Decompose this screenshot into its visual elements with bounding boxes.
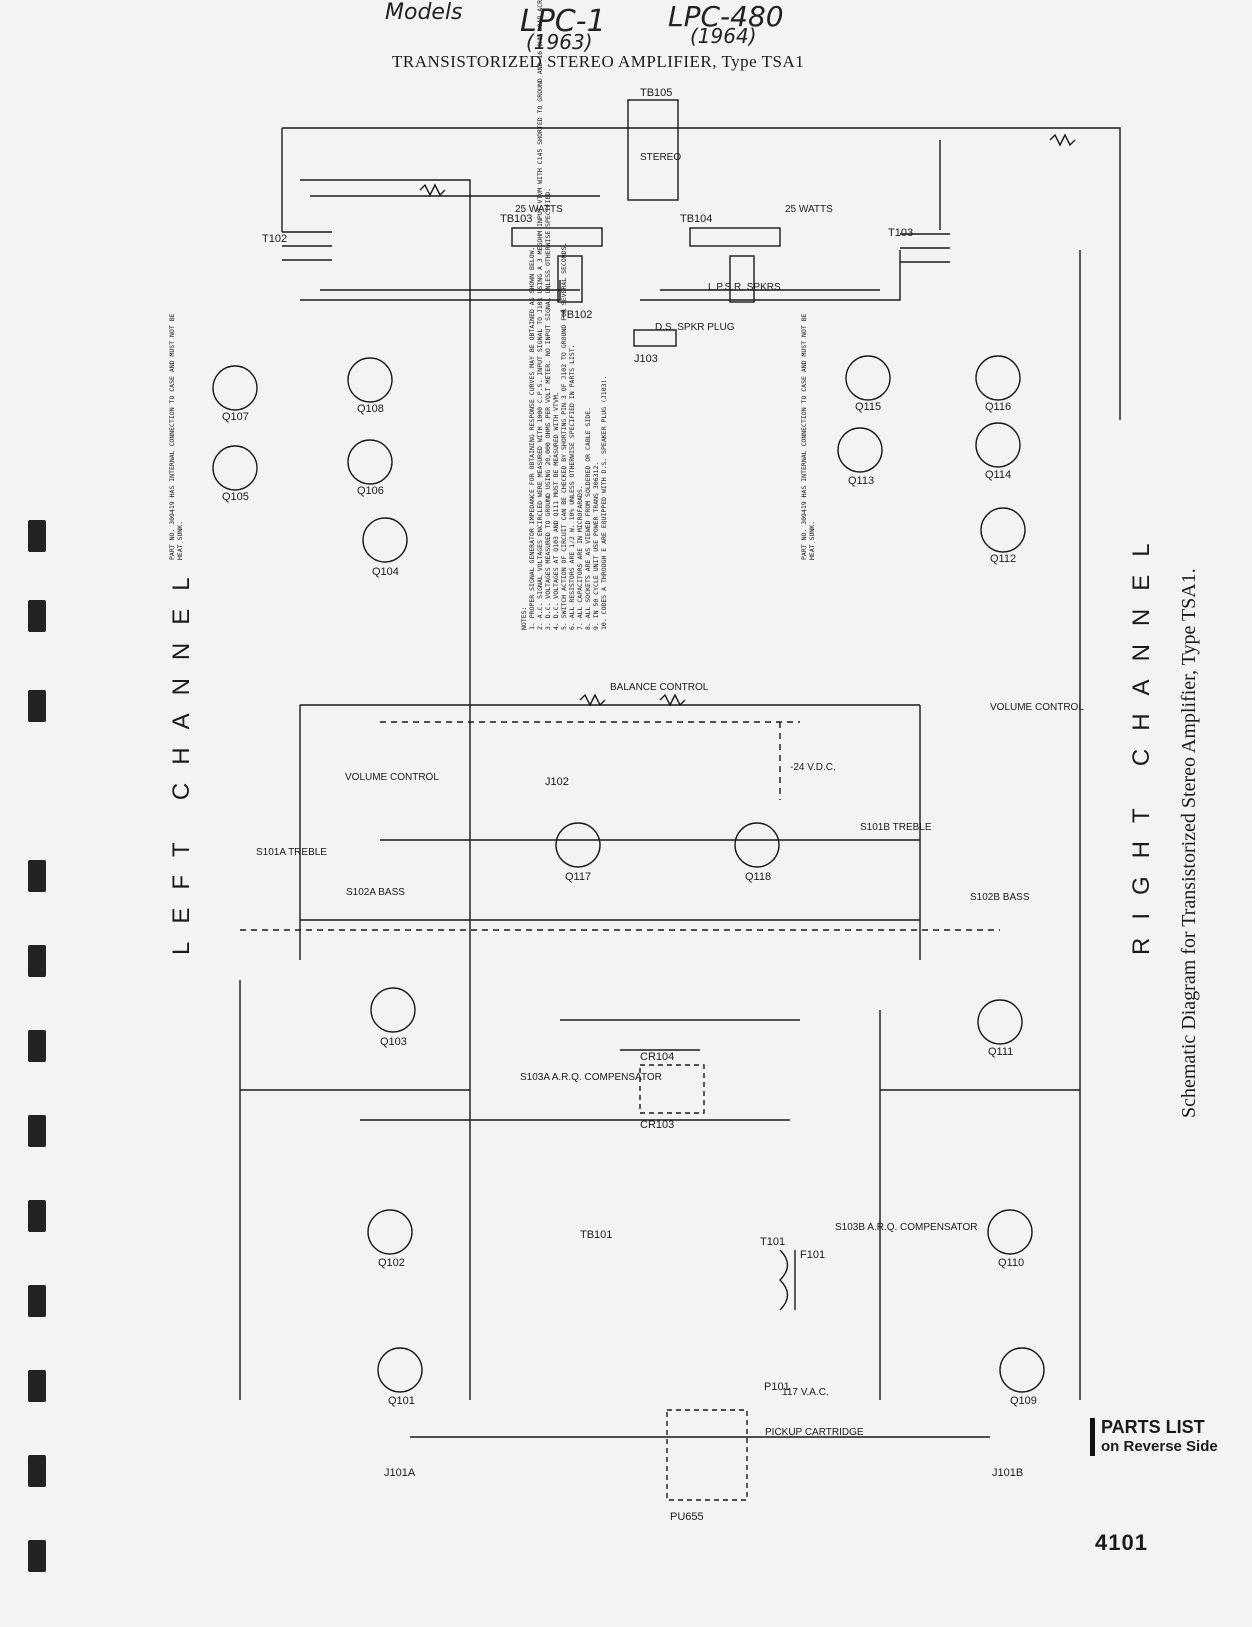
- note-line: 8. ALL SOCKETS ARE AS VIEWED FROM SOLDER…: [584, 406, 592, 630]
- notes-block: NOTES: 1. PROPER SIGNAL GENERATOR IMPEDA…: [520, 0, 608, 630]
- binder-hole: [28, 690, 46, 722]
- note-line: 5. SWITCH ACTION OF CIRCUIT CAN BE CHECK…: [560, 242, 568, 630]
- label-tb104: TB104: [680, 213, 712, 225]
- label-s103a-compensator: S103A A.R.Q. COMPENSATOR: [520, 1072, 662, 1083]
- label-cr104: CR104: [640, 1051, 674, 1063]
- page-number: 4101: [1095, 1530, 1148, 1555]
- label-tb105: TB105: [640, 87, 672, 99]
- model-1-handwritten: LPC-1: [520, 4, 606, 39]
- right-channel-label: RIGHT CHANNEL: [1128, 525, 1155, 955]
- label-s101b-treble: S101B TREBLE: [860, 822, 932, 833]
- label-j102: J102: [545, 776, 569, 788]
- label-s101a-treble: S101A TREBLE: [256, 847, 327, 858]
- label-q107: Q107: [222, 411, 249, 423]
- figure-caption: Schematic Diagram for Transistorized Ste…: [1178, 568, 1200, 1118]
- parts-list-line2: on Reverse Side: [1101, 1438, 1218, 1455]
- label-t103: T103: [888, 227, 913, 239]
- model-2-year: (1964): [690, 24, 757, 48]
- label-volume-control-left: VOLUME CONTROL: [345, 772, 439, 783]
- model-1-year: (1963): [526, 30, 593, 54]
- label-ds-spkr-plug: D.S. SPKR PLUG: [655, 322, 735, 333]
- label-q118: Q118: [745, 871, 771, 883]
- note-line: 1. PROPER SIGNAL GENERATOR IMPEDANCE FOR…: [528, 246, 536, 630]
- label-q105: Q105: [222, 491, 249, 503]
- label-s102b-bass: S102B BASS: [970, 892, 1030, 903]
- label-j101b: J101B: [992, 1467, 1023, 1479]
- binder-hole: [28, 1030, 46, 1062]
- label-q102: Q102: [378, 1257, 405, 1269]
- note-line: 10. CODES A THROUGH E ARE EQUIPPED WITH …: [600, 375, 608, 630]
- label-24-vdc: -24 V.D.C.: [790, 762, 836, 773]
- binder-hole: [28, 1285, 46, 1317]
- note-line: NOTES:: [520, 606, 528, 630]
- note-line: 4. D.C. VOLTAGES AT Q103 AND Q111 MUST B…: [552, 391, 560, 630]
- note-line: 6. ALL RESISTORS ARE 1/2 W. 10% UNLESS O…: [568, 344, 576, 630]
- label-lpsr-spkrs: L.P.S.R. SPKRS: [708, 282, 781, 293]
- heat-sink-note-right: PART NO. 309419 HAS INTERNAL CONNECTION …: [800, 313, 816, 560]
- binder-hole: [28, 945, 46, 977]
- label-q117: Q117: [565, 871, 591, 883]
- binder-hole: [28, 600, 46, 632]
- label-q103: Q103: [380, 1036, 407, 1048]
- label-s102a-bass: S102A BASS: [346, 887, 405, 898]
- label-25-watts-left: 25 WATTS: [515, 204, 563, 215]
- label-f101: F101: [800, 1249, 825, 1261]
- parts-list-note: PARTS LIST on Reverse Side: [1090, 1418, 1218, 1456]
- binder-hole: [28, 1370, 46, 1402]
- label-q116: Q116: [985, 401, 1011, 413]
- label-117-vac: 117 V.A.C.: [782, 1387, 829, 1398]
- page-title: TRANSISTORIZED STEREO AMPLIFIER, Type TS…: [392, 52, 805, 71]
- note-line: 9. IN 50 CYCLE UNIT USE POWER TRANS 3063…: [592, 461, 600, 630]
- label-q101: Q101: [388, 1395, 415, 1407]
- label-tb103: TB103: [500, 213, 532, 225]
- label-q111: Q111: [988, 1046, 1013, 1058]
- label-q108: Q108: [357, 403, 384, 415]
- models-handwritten-label: Models: [385, 0, 463, 25]
- binder-hole: [28, 1455, 46, 1487]
- label-tb101: TB101: [580, 1229, 612, 1241]
- label-j103: J103: [634, 353, 658, 365]
- label-t101: T101: [760, 1236, 785, 1248]
- heat-sink-note-left: PART NO. 309419 HAS INTERNAL CONNECTION …: [168, 313, 184, 560]
- binder-hole: [28, 860, 46, 892]
- label-q115: Q115: [855, 401, 881, 413]
- label-tb102: TB102: [560, 309, 592, 321]
- label-t102: T102: [262, 233, 287, 245]
- label-p101: P101: [764, 1381, 790, 1393]
- note-line: 2. A.C. SIGNAL VOLTAGES ENCIRCLED WERE M…: [536, 0, 544, 630]
- label-balance-control: BALANCE CONTROL: [610, 682, 709, 693]
- label-q104: Q104: [372, 566, 399, 578]
- model-2-handwritten: LPC-480: [668, 0, 784, 33]
- label-j101a: J101A: [384, 1467, 416, 1479]
- label-pu655: PU655: [670, 1511, 704, 1523]
- note-line: 3. D.C. VOLTAGES MEASURED TO GROUND USIN…: [544, 187, 552, 630]
- label-q106: Q106: [357, 485, 384, 497]
- binder-hole: [28, 1540, 46, 1572]
- label-cr103: CR103: [640, 1119, 674, 1131]
- binder-hole: [28, 1200, 46, 1232]
- label-q113: Q113: [848, 475, 874, 487]
- left-channel-label: LEFT CHANNEL: [168, 559, 195, 955]
- label-25-watts-right: 25 WATTS: [785, 204, 833, 215]
- label-volume-control-right: VOLUME CONTROL: [990, 702, 1084, 713]
- binder-hole: [28, 1115, 46, 1147]
- parts-list-line1: PARTS LIST: [1101, 1417, 1205, 1437]
- label-stereo: STEREO: [640, 152, 681, 163]
- binder-hole: [28, 520, 46, 552]
- label-q114: Q114: [985, 469, 1011, 481]
- label-q112: Q112: [990, 553, 1016, 565]
- label-pickup-cartridge: PICKUP CARTRIDGE: [765, 1427, 864, 1438]
- label-q109: Q109: [1010, 1395, 1037, 1407]
- note-line: 7. ALL CAPACITORS ARE IN MICROFARADS.: [576, 485, 584, 630]
- label-q110: Q110: [998, 1257, 1024, 1269]
- label-s103b-compensator: S103B A.R.Q. COMPENSATOR: [835, 1222, 977, 1233]
